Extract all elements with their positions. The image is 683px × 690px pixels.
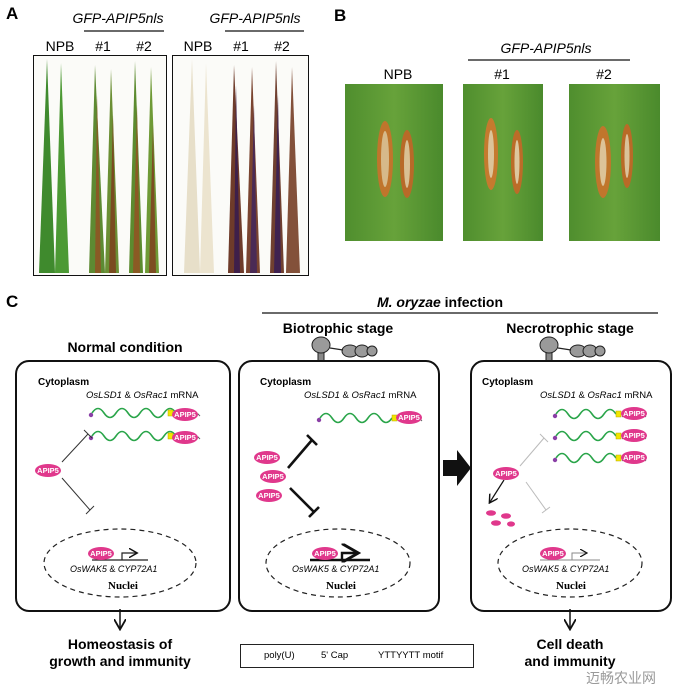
inhibition-biotrophic — [287, 434, 320, 518]
apip5-bound-necrotrophic-2: APIP5 — [621, 429, 647, 442]
mrna-label-normal: OsLSD1 & OsRac1 mRNA — [86, 390, 199, 401]
normal-condition-title: Normal condition — [67, 339, 183, 355]
panel-a-lane-npb-right: NPB — [183, 38, 213, 54]
promoters-normal — [92, 553, 148, 561]
nuclear-genes-biotrophic: OsWAK5 & CYP72A1 — [292, 564, 380, 574]
apip5-bound-biotrophic: APIP5 — [396, 411, 422, 424]
cell-normal — [15, 360, 231, 612]
mrna-label-biotrophic: OsLSD1 & OsRac1 mRNA — [304, 390, 417, 401]
polyu-marks — [167, 409, 622, 462]
cytoplasm-label-necrotrophic: Cytoplasm — [482, 377, 534, 388]
panel-a-lane-npb-left: NPB — [45, 38, 75, 54]
panel-a-lane-1-left: #1 — [95, 38, 111, 54]
inhibition-necrotrophic — [519, 433, 551, 514]
apip5-free-biotrophic-3: APIP5 — [256, 489, 282, 502]
nuclear-genes-normal: OsWAK5 & CYP72A1 — [70, 564, 158, 574]
necrotrophic-stage-title: Necrotrophic stage — [506, 320, 634, 336]
degraded-apip5-fragments — [486, 510, 515, 527]
promoters-necrotrophic — [540, 553, 600, 561]
cell-biotrophic — [238, 360, 440, 612]
biotrophic-stage-title: Biotrophic stage — [282, 320, 394, 336]
apip5-bound-necrotrophic-3: APIP5 — [621, 451, 647, 464]
apip5-bound-normal-1: APIP5 — [172, 408, 198, 421]
panel-b-lane-npb: NPB — [383, 66, 413, 82]
outcome-normal: Homeostasis of growth and immunity — [49, 636, 191, 669]
panel-b-group-label: GFP-APIP5nls — [500, 40, 592, 56]
legend-box — [240, 644, 474, 668]
transition-arrow — [443, 450, 471, 486]
panel-a-group-label-right: GFP-APIP5nls — [209, 10, 301, 26]
outcome-arrows — [120, 609, 570, 628]
apip5-nuclear-biotrophic: APIP5 — [312, 547, 338, 560]
legend-cap-label: 5' Cap — [321, 650, 349, 661]
panel-b-lane-1: #1 — [494, 66, 510, 82]
panel-a-photo-right — [172, 55, 309, 276]
panel-a-letter: A — [6, 4, 19, 23]
panel-a-photo-left — [33, 55, 167, 276]
infection-title: M. oryzae infection — [330, 294, 550, 310]
nuclei-label-biotrophic: Nuclei — [326, 580, 356, 592]
cap-markers — [88, 412, 558, 463]
panel-b-photos — [345, 84, 660, 241]
apip5-nuclear-normal: APIP5 — [88, 547, 114, 560]
pathogen-name: M. oryzae — [376, 294, 441, 310]
apip5-nuclear-necrotrophic: APIP5 — [540, 547, 566, 560]
outcome-necrotrophic: Cell death and immunity — [524, 636, 616, 669]
panel-c-letter: C — [6, 292, 19, 311]
degradation-arrow — [490, 479, 505, 502]
nuclei-label-necrotrophic: Nuclei — [556, 580, 586, 592]
cell-necrotrophic — [470, 360, 672, 612]
fungus-icon-biotrophic — [311, 336, 378, 362]
panel-a-lane-2-right: #2 — [274, 38, 290, 54]
legend-motif-label: YTTYYTT motif — [378, 650, 444, 661]
legend-polyu-label: poly(U) — [264, 650, 295, 661]
nuclei-outlines — [43, 528, 643, 598]
apip5-free-necrotrophic: APIP5 — [493, 467, 519, 480]
cytoplasm-label-biotrophic: Cytoplasm — [260, 377, 312, 388]
infection-suffix: infection — [440, 294, 504, 310]
mrna-waves-necrotrophic — [555, 408, 617, 464]
panel-a-lane-1-right: #1 — [233, 38, 249, 54]
apip5-bound-necrotrophic-1: APIP5 — [621, 407, 647, 420]
apip5-free-biotrophic-1: APIP5 — [254, 451, 280, 464]
panel-b-letter: B — [334, 6, 347, 25]
mrna-waves-biotrophic — [319, 412, 393, 424]
apip5-bound-normal-2: APIP5 — [172, 431, 198, 444]
fungus-appressorium-icons — [311, 336, 606, 362]
mrna-waves-normal — [91, 407, 177, 442]
promoters-biotrophic — [310, 553, 370, 560]
nuclei-label-normal: Nuclei — [108, 580, 138, 592]
fungus-icon-necrotrophic — [539, 336, 606, 362]
inhibition-normal — [61, 429, 95, 515]
apip5-free-biotrophic-2: APIP5 — [260, 470, 286, 483]
watermark: 迈畅农业网 — [586, 671, 656, 687]
panel-a-group-label-left: GFP-APIP5nls — [72, 10, 164, 26]
nuclear-genes-necrotrophic: OsWAK5 & CYP72A1 — [522, 564, 610, 574]
panel-a-lane-2-left: #2 — [136, 38, 152, 54]
panel-a-header-lines — [84, 30, 304, 32]
panel-b-lane-2: #2 — [596, 66, 612, 82]
infection-line — [262, 312, 658, 314]
mrna-label-necrotrophic: OsLSD1 & OsRac1 mRNA — [540, 390, 653, 401]
panel-b-header-line — [468, 59, 630, 61]
apip5-free-normal: APIP5 — [35, 464, 61, 477]
cytoplasm-label-normal: Cytoplasm — [38, 377, 90, 388]
